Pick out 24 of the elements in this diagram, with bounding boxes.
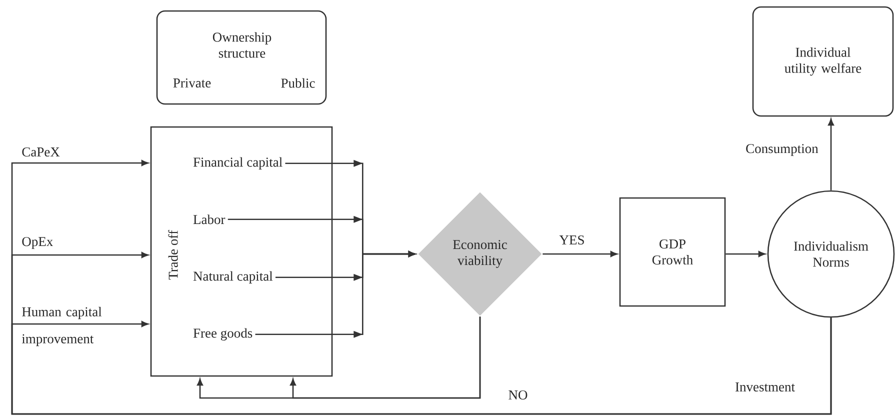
edge-label: Human capital improvement — [22, 306, 102, 346]
arrow — [828, 118, 834, 190]
flow-label: Investment — [734, 382, 796, 392]
edge-label: Consumption — [744, 143, 820, 157]
arrow — [290, 316, 481, 399]
item-text: Natural capital — [193, 271, 273, 284]
node-text: Ownership structure — [212, 32, 272, 58]
node-text: Public — [281, 78, 315, 88]
arrow — [255, 251, 416, 338]
outcome-box: Individual utility welfare — [752, 6, 894, 117]
node-text: Economic viability — [453, 240, 507, 268]
edge-label: CaPeX — [20, 146, 61, 158]
arrow — [542, 251, 618, 257]
edge-label: OpEx — [20, 236, 54, 250]
node-text: Trade off — [168, 230, 178, 280]
arrow — [726, 251, 766, 257]
arrow — [11, 318, 832, 415]
edge-label: YES — [558, 234, 586, 246]
item-text: Labor — [193, 214, 226, 224]
item-text: Free goods — [193, 328, 252, 340]
edge-label: NO — [507, 389, 529, 401]
node-text: Private — [173, 78, 211, 88]
item-text: Financial capital — [193, 157, 282, 170]
process-box: GDP Growth — [619, 197, 726, 307]
